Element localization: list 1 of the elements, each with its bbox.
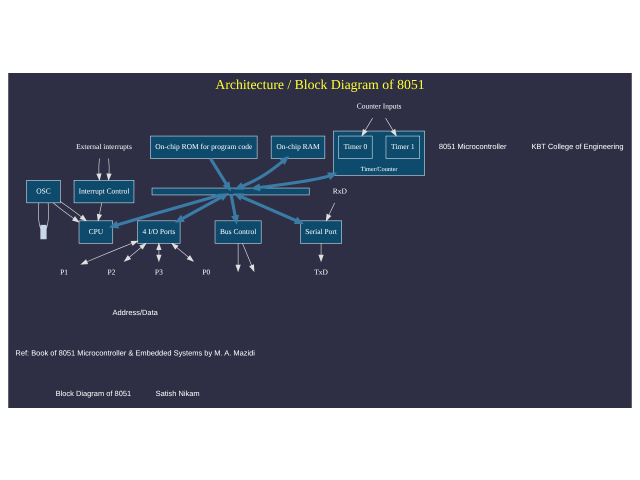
diagram-title: Architecture / Block Diagram of 8051	[215, 76, 425, 92]
